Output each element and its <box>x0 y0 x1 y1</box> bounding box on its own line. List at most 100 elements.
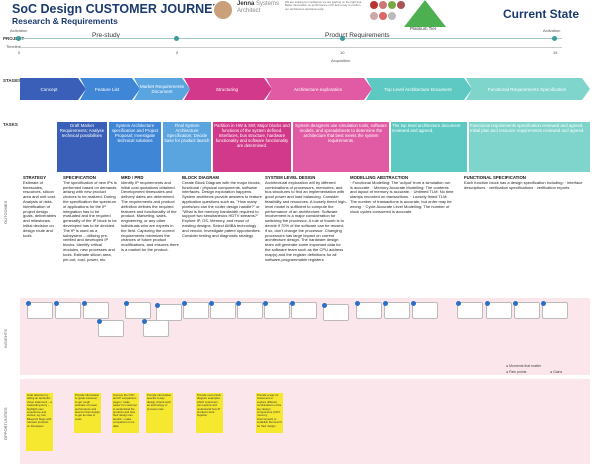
indicator-dot <box>370 1 378 9</box>
timeline-line <box>20 47 562 48</box>
insight-card <box>82 301 109 319</box>
outcome-title: MRD / PRD <box>121 176 144 180</box>
acquisition-label: Acquisition <box>331 58 351 63</box>
task-functional-reviewed: Functional requirements specification re… <box>469 122 590 172</box>
persona-indicators <box>370 1 405 23</box>
project-marker <box>552 36 557 41</box>
phase-product-requirements: Product Requirements <box>325 32 390 39</box>
outcome-text: · Functional Modelling: The 'output' fro… <box>350 179 454 214</box>
outcome-mrd-prd: MRD / PRD Identify IP requirements and i… <box>121 176 179 266</box>
insight-card <box>411 301 438 319</box>
stage-arrow-functional <box>466 78 590 100</box>
insight-card <box>322 303 349 321</box>
indicator-dot <box>370 12 378 20</box>
opportunity-note-5: Provide more block diagram examples whic… <box>196 393 223 433</box>
tasks-label: TASKS <box>3 122 18 127</box>
insight-card <box>290 301 317 319</box>
tick-0: 0 <box>18 50 21 55</box>
insight-marker-icon <box>411 301 416 306</box>
stage-arrow-market <box>134 78 190 100</box>
stage-structuring: Structuring <box>215 86 239 92</box>
insight-marker-icon <box>485 301 490 306</box>
task-final-architecture: Final System Architecture Specification;… <box>163 122 211 172</box>
insight-marker-icon <box>54 301 59 306</box>
insight-card <box>513 301 540 319</box>
outcome-title: SYSTEM LEVEL DESIGN <box>265 176 316 180</box>
opportunities-label: OPPORTUNITIES <box>3 407 8 440</box>
opportunity-note-6: Provide a way for customers to explore d… <box>256 393 283 433</box>
persona-role-line2: Architect <box>237 8 261 14</box>
outcome-title: STRATEGY <box>23 176 47 180</box>
indicator-dot <box>379 1 387 9</box>
outcome-title: SPECIFICATION <box>63 176 96 180</box>
state-label: Current State <box>503 7 580 21</box>
persona-role-line1: Systems <box>256 1 280 7</box>
outcome-text: Estimate of timescales, resources, silic… <box>23 179 57 238</box>
opportunity-note-1: Grab attention by telling an authentic v… <box>26 393 53 451</box>
insight-card <box>182 301 209 319</box>
task-system-architecture: System Architecture specification and Pr… <box>109 122 161 172</box>
stage-market-requirements: Market Requirements Document <box>140 84 184 94</box>
opportunities-band <box>20 379 590 464</box>
stage-arrow-concept <box>20 78 86 100</box>
insight-card <box>142 319 169 337</box>
insight-card <box>155 303 182 321</box>
outcome-functional: FUNCTIONAL SPECIFICATION Each function b… <box>464 176 584 266</box>
project-marker <box>340 36 345 41</box>
outcome-strategy: STRATEGY Estimate of timescales, resourc… <box>23 176 59 266</box>
outcome-title: BLOCK DIAGRAM <box>182 176 219 180</box>
indicator-dot <box>397 1 405 9</box>
insight-marker-icon <box>209 301 214 306</box>
insight-marker-icon <box>142 319 147 324</box>
indicator-dot <box>379 12 387 20</box>
page-subtitle: Research & Requirements <box>12 16 118 26</box>
insight-marker-icon <box>513 301 518 306</box>
stage-feature-list: Feature List <box>94 86 120 92</box>
legend-moments-label: Moments that matter <box>509 364 542 368</box>
outcome-text: Identify IP requirements and initial cos… <box>121 179 179 252</box>
insight-card <box>485 301 512 319</box>
tick-5: 5 <box>176 50 179 55</box>
activation-left: Activation <box>10 28 28 33</box>
insight-marker-icon <box>26 301 31 306</box>
insight-marker-icon <box>290 301 295 306</box>
project-line <box>20 38 562 39</box>
stage-arrow-toplevel <box>366 78 472 100</box>
stage-arrows <box>20 78 590 100</box>
insight-card <box>541 301 568 319</box>
outcome-block-diagram: BLOCK DIAGRAM Create Block Diagram with … <box>182 176 262 266</box>
tier-label: Platinum Tier <box>410 26 437 31</box>
insight-marker-icon <box>541 301 546 306</box>
stage-arrow-architecture <box>266 78 372 100</box>
task-simulation: System designers use simulation tools, s… <box>293 122 389 172</box>
timeline-label: Timeline <box>6 44 21 49</box>
task-partition: Partition in HW & SW; Major blocks and f… <box>213 122 291 172</box>
legend-gains-label: Gains <box>553 370 563 374</box>
stage-arrow-structuring <box>184 78 272 100</box>
outcome-text: Each function block has a design specifi… <box>464 179 583 190</box>
indicator-dot <box>388 1 396 9</box>
insight-marker-icon <box>456 301 461 306</box>
stages-label: STAGES <box>3 78 22 83</box>
insight-marker-icon <box>383 301 388 306</box>
activation-right: Activation <box>543 28 561 33</box>
stage-architecture-exploration: Architecture exploration <box>293 86 343 92</box>
outcome-system-level: SYSTEM LEVEL DESIGN Architectural explor… <box>265 176 347 266</box>
persona-first-name: Jenna <box>237 1 255 7</box>
insight-marker-icon <box>97 319 102 324</box>
insight-marker-icon <box>263 301 268 306</box>
insight-marker-icon <box>355 301 360 306</box>
tick-15: 15 <box>553 50 558 55</box>
persona-avatar <box>213 0 233 20</box>
task-draft-market: Draft Market Requirements; Analyse techn… <box>57 122 107 172</box>
outcome-text: Create Block Diagram with the major bloc… <box>182 179 262 238</box>
insight-card <box>456 301 483 319</box>
insight-marker-icon <box>124 301 129 306</box>
outcome-modelling: MODELLING ABSTRACTION · Functional Model… <box>350 176 454 266</box>
outcome-title: FUNCTIONAL SPECIFICATION <box>464 176 526 180</box>
insight-marker-icon <box>82 301 87 306</box>
page-title: SoC Design CUSTOMER JOURNEY <box>12 2 221 16</box>
persona-quote: We are looking for confidence we are sta… <box>285 1 363 11</box>
insight-marker-icon <box>236 301 241 306</box>
